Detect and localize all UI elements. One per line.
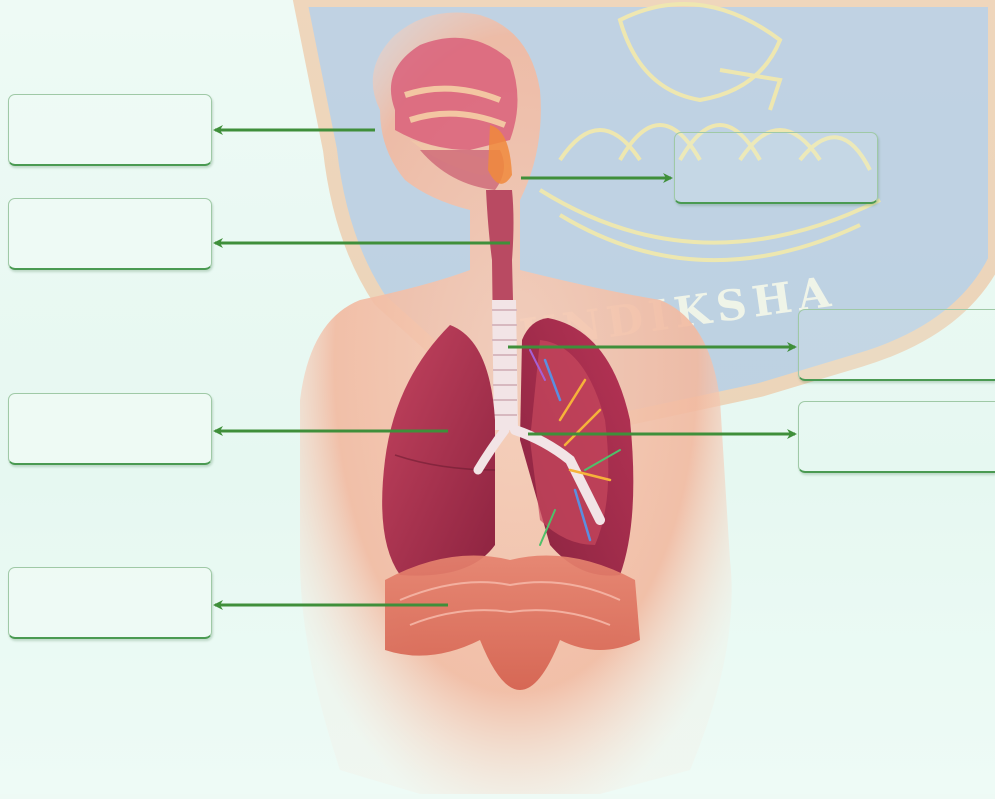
label-box-3[interactable] <box>8 393 212 465</box>
label-box-1[interactable] <box>8 94 212 166</box>
label-box-7[interactable] <box>798 401 995 473</box>
label-box-6[interactable] <box>798 309 995 381</box>
label-box-4[interactable] <box>8 567 212 639</box>
label-box-2[interactable] <box>8 198 212 270</box>
label-box-5[interactable] <box>674 132 878 204</box>
